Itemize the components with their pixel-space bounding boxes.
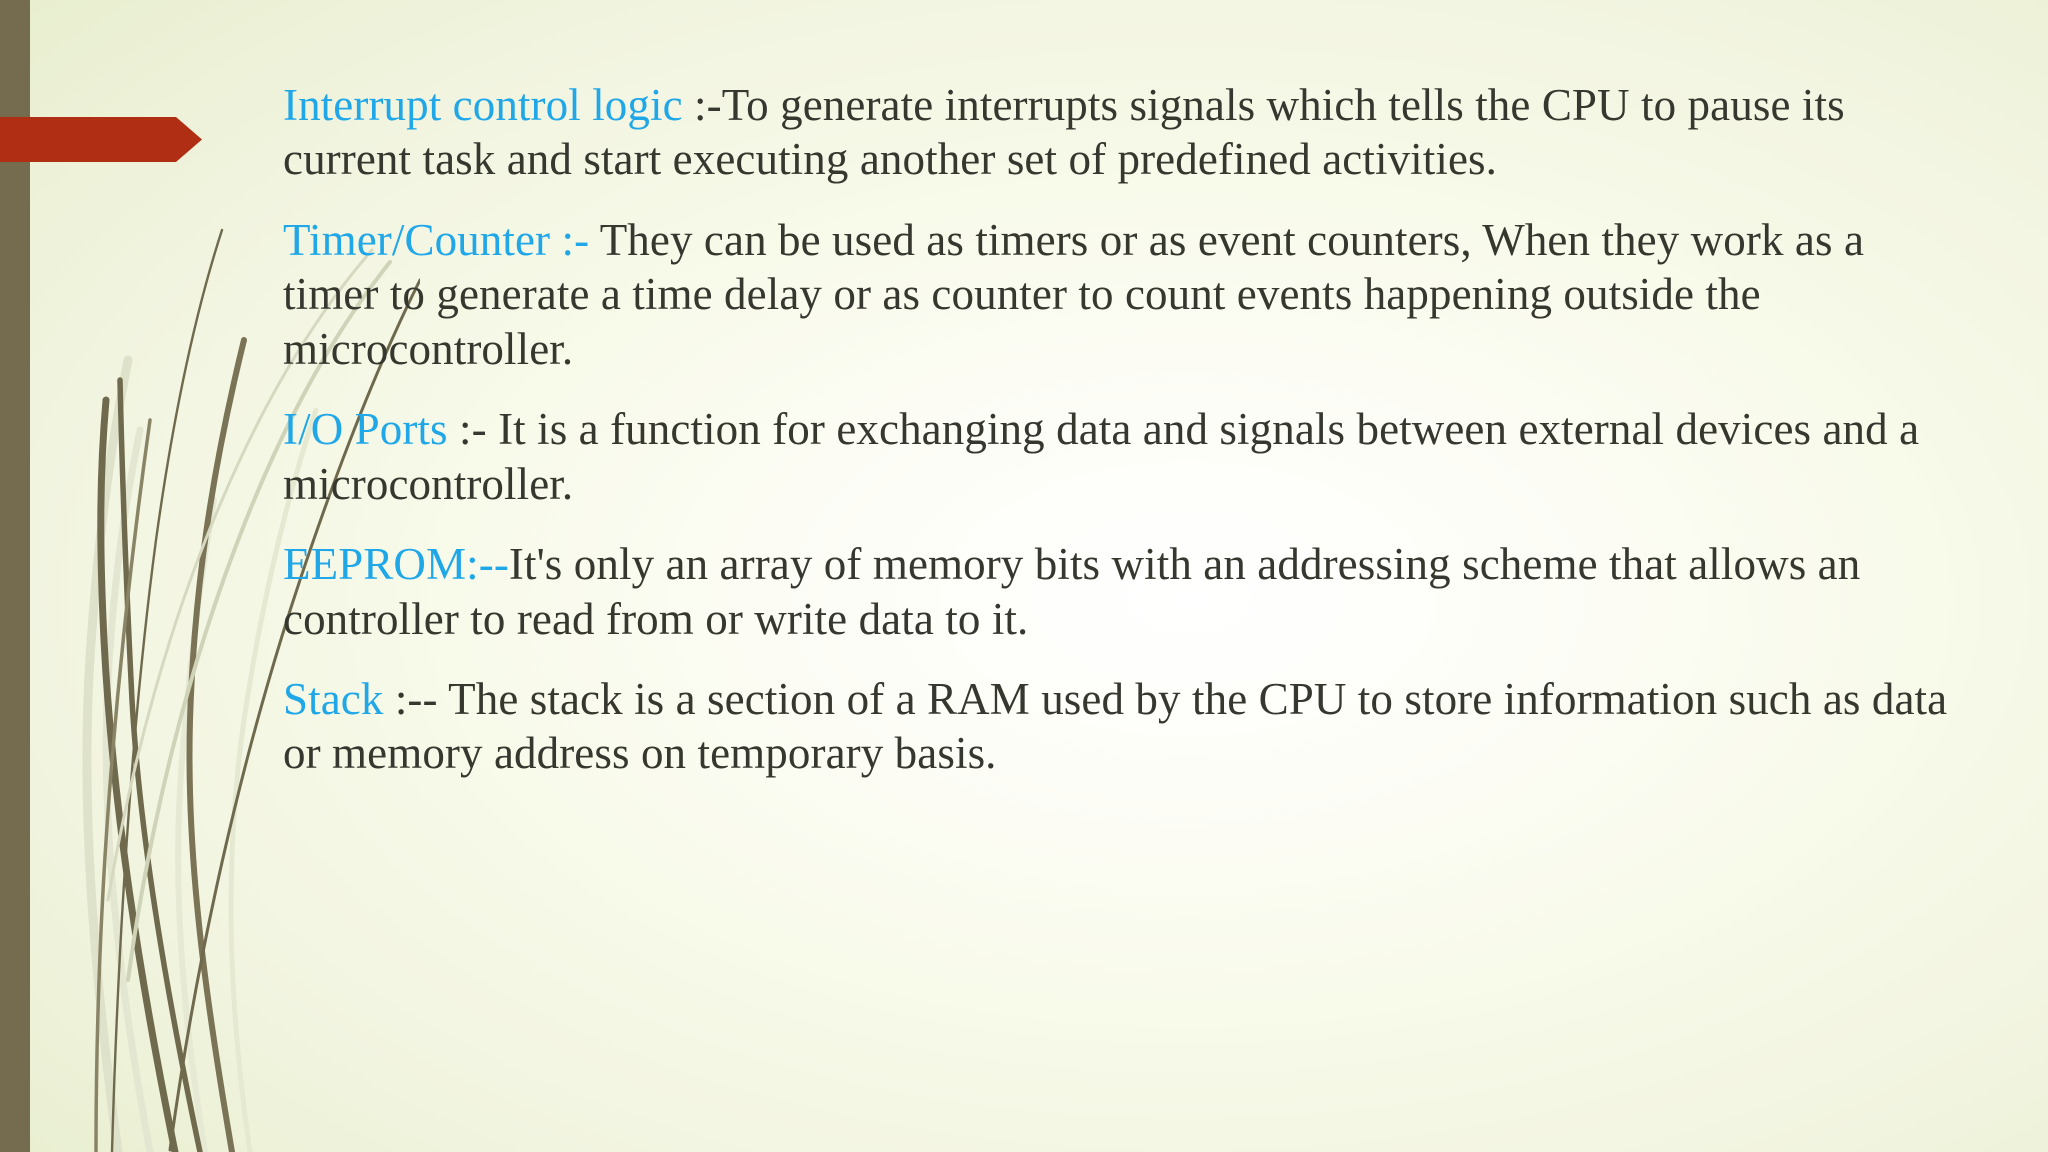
body-eeprom: It's only an array of memory bits with a… [283,539,1861,644]
body-timer-counter: They can be used as timers or as event c… [283,214,1865,374]
heading-interrupt-control-logic: Interrupt control logic [283,80,683,130]
separator-stack: :-- [383,673,438,724]
heading-stack: Stack [283,673,384,724]
heading-io-ports: I/O Ports [283,404,448,455]
body-io-ports: It is a function for exchanging data and… [283,404,1920,509]
heading-timer-counter: Timer/Counter :- [283,214,590,265]
paragraph-io-ports: I/O Ports :- It is a function for exchan… [283,402,1953,511]
paragraph-eeprom: EEPROM:--It's only an array of memory bi… [283,537,1953,646]
separator-interrupt-control-logic: :- [682,80,722,130]
paragraph-timer-counter: Timer/Counter :- They can be used as tim… [283,213,1953,376]
body-stack: The stack is a section of a RAM used by … [283,673,1948,779]
heading-eeprom: EEPROM:-- [283,539,509,590]
slide-body-text: Interrupt control logic :-To generate in… [283,78,1953,781]
paragraph-interrupt-control-logic: Interrupt control logic :-To generate in… [283,78,1953,187]
separator-io-ports: :- [447,404,487,455]
paragraph-stack: Stack :-- The stack is a section of a RA… [283,672,1953,781]
red-arrow-pointer-icon [0,117,202,162]
body-interrupt-control-logic: To generate interrupts signals which tel… [283,80,1845,185]
left-accent-bar [0,0,30,1152]
